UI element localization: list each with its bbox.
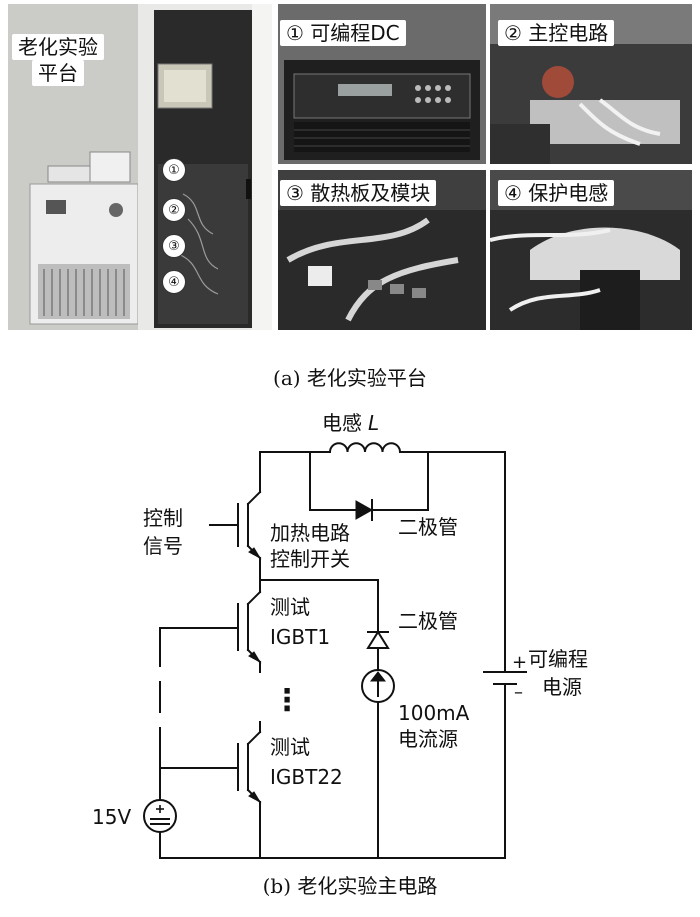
aging-platform-label-line1: 老化实验: [12, 34, 104, 60]
inductor-label: 电感: [322, 411, 362, 435]
marker-4: ④: [162, 270, 186, 294]
marker-2: ②: [162, 198, 186, 222]
caption-a: (a) 老化实验平台: [273, 366, 427, 390]
heater-switch-label-line1: 加热电路: [270, 521, 350, 545]
control-signal-label-line2: 信号: [143, 534, 183, 558]
supply-label-line1: 可编程: [528, 647, 588, 671]
photo-main-control: ② 主控电路: [490, 4, 692, 164]
heater-switch-label-line2: 控制开关: [270, 547, 350, 571]
current-source-label-line2: 电流源: [398, 727, 458, 751]
main-control-label: ② 主控电路: [498, 20, 615, 46]
photo-protection-inductor: ④ 保护电感: [490, 170, 692, 330]
current-source-label-line1: 100mA: [398, 701, 470, 725]
freewheel-diode-label: 二极管: [398, 515, 458, 539]
marker-1: ①: [162, 158, 186, 182]
aging-platform-label-line2: 平台: [32, 60, 84, 86]
aging-circuit-diagram: 电感 L 控制 信号 加热电路 控制开关 二极管 二极管 测试 IGBT1 ⋮ …: [92, 411, 588, 859]
photo-heatsink-modules: ③ 散热板及模块: [278, 170, 486, 330]
gate-source-label: 15V: [92, 805, 131, 829]
control-signal-label-line1: 控制: [143, 506, 183, 530]
photo-aging-platform: 老化实验 平台 ① ② ③ ④: [8, 4, 272, 330]
protection-inductor-label: ④ 保护电感: [498, 180, 615, 206]
supply-label-line2: 电源: [542, 675, 582, 699]
igbt-ellipsis: ⋮: [272, 683, 302, 718]
programmable-dc-label: ① 可编程DC: [280, 20, 406, 46]
test-igbt22-label-line2: IGBT22: [270, 765, 343, 789]
series-diode-label: 二极管: [398, 609, 458, 633]
supply-plus-sign: +: [512, 652, 527, 673]
test-igbt22-label-line1: 测试: [270, 735, 310, 759]
photo-programmable-dc: ① 可编程DC: [278, 4, 486, 164]
heatsink-modules-label: ③ 散热板及模块: [280, 180, 437, 206]
supply-minus-sign: –: [514, 682, 523, 703]
test-igbt1-label-line2: IGBT1: [270, 625, 330, 649]
inductor-symbol: L: [368, 411, 379, 435]
test-igbt1-label-line1: 测试: [270, 595, 310, 619]
caption-b: (b) 老化实验主电路: [262, 874, 438, 898]
marker-3: ③: [162, 234, 186, 258]
